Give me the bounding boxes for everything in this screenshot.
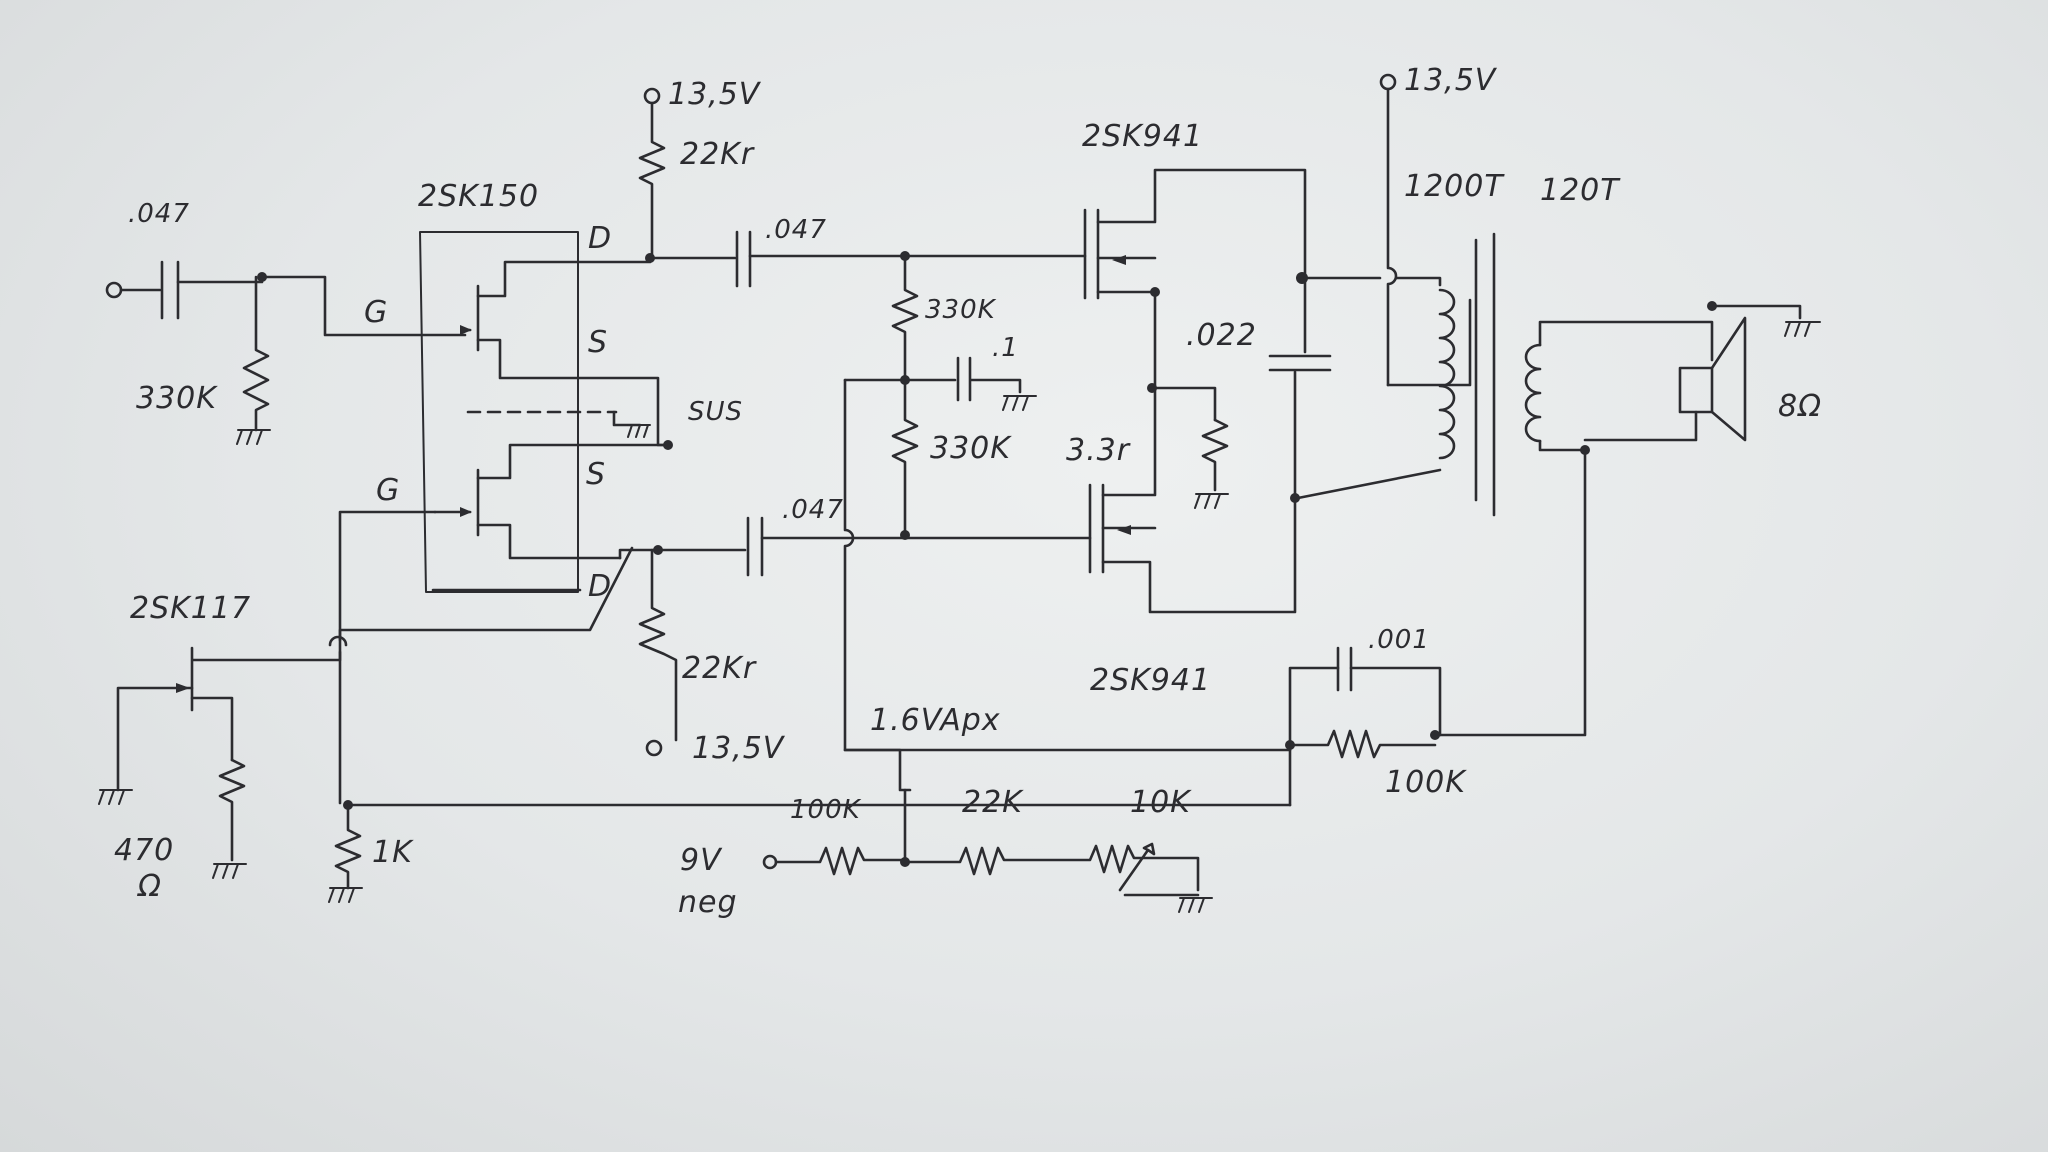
bottom-drain-resistor [638,548,678,757]
source-resistor-label: 3.3r [1066,433,1131,468]
xfmr-supply-voltage: 13,5V [1404,63,1498,98]
top-coupling-capacitor-label: .047 [765,215,827,245]
q2-label: 2SK117 [130,591,251,626]
q1-source-top: S [588,325,608,360]
feedback-resistor-label: 100K [1385,765,1467,800]
transformer-core [1474,232,1496,517]
q1-label: 2SK150 [418,179,539,214]
one-k-resistor-label: 1K [372,835,414,870]
top-supply-voltage: 13,5V [668,77,762,112]
speaker-8ohm [1583,316,1747,442]
neg-supply-label: neg [678,885,738,920]
divider-resistor-2-label: 22K [962,785,1024,820]
q2-resistor-unit: Ω [136,869,162,904]
top-drain-resistor-label: 22Kr [680,137,755,172]
input-capacitor [160,260,264,320]
speaker-label: 8Ω [1778,389,1822,424]
bias-resistor-top-label: 330K [925,295,997,325]
divider-resistor-1-label: 100K [790,795,862,825]
bias-capacitor-label: .1 [992,333,1019,363]
one-k-resistor [328,803,363,903]
bias-pot-label: 10K [1130,785,1192,820]
q1-drain-top: D [588,221,612,256]
dual-jfet-2sk150 [419,231,670,593]
q2-resistor-label: 470 [114,833,174,868]
transformer-secondary [1524,320,1714,452]
q-out-top-label: 2SK941 [1082,119,1203,154]
q1-subs-label: SUS [688,397,743,427]
input-resistor-label: 330K [136,381,218,416]
neg-supply-voltage: 9V [680,843,723,878]
input-capacitor-label: .047 [128,199,190,229]
bias-resistor-top [891,254,919,382]
negative-bias-divider [762,788,1213,913]
q1-source-bot: S [586,457,606,492]
primary-turns-label: 1200T [1404,169,1505,204]
bottom-drain-resistor-label: 22Kr [682,651,757,686]
q1-gate-bot: G [376,473,400,508]
secondary-turns-label: 120T [1540,173,1621,208]
bias-resistor-bottom-label: 330K [930,431,1012,466]
bottom-coupling-capacitor-label: .047 [782,495,844,525]
output-capacitor-label: .022 [1186,318,1257,353]
feedback-capacitor-label: .001 [1368,625,1430,655]
source-resistor [1194,418,1229,509]
q-out-bottom-label: 2SK941 [1090,663,1211,698]
bias-resistor-bottom [891,378,919,537]
mosfet-bottom-2sk941 [1088,386,1297,614]
bias-capacitor [956,356,1037,411]
top-supply-node [638,87,666,260]
input-resistor [236,275,271,445]
q1-gate-top: G [364,295,388,330]
bottom-coupling-capacitor [746,516,764,577]
input-terminal [105,281,162,299]
q1-drain-bot: D [588,569,612,604]
bias-voltage-label: 1.6VApx [870,703,1001,738]
transformer-primary [1296,288,1472,500]
top-coupling-capacitor [735,230,752,288]
bottom-supply-voltage: 13,5V [692,731,786,766]
feedback-network [1288,646,1442,807]
